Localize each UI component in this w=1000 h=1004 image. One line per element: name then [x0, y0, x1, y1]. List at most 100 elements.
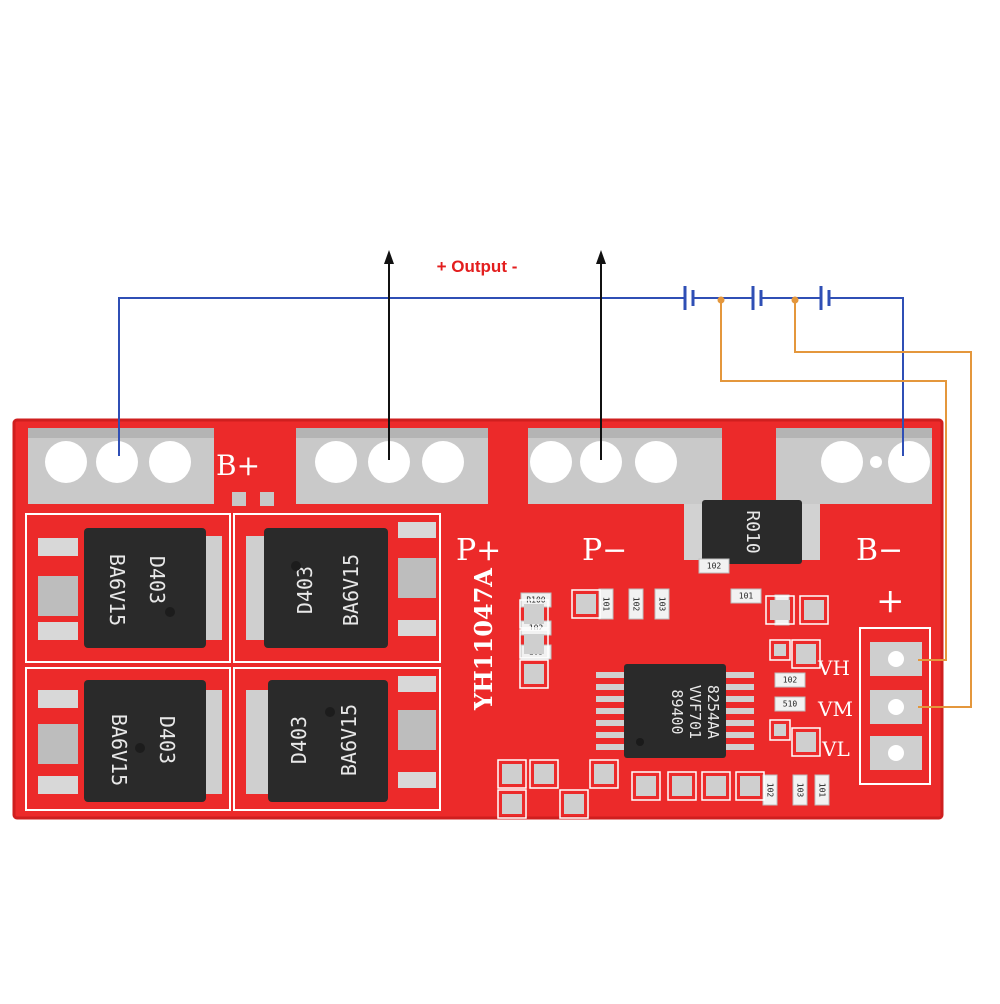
- pad-b-plus: [28, 428, 214, 504]
- mosfet-outline-1: [25, 513, 231, 663]
- smd-code: 102: [783, 676, 798, 685]
- smd-code: 101: [818, 783, 827, 798]
- label-vh: VH: [817, 656, 850, 680]
- mosfet-2-line1: D403: [293, 566, 317, 614]
- footprint-outline: [519, 599, 549, 629]
- footprint-outline: [667, 771, 697, 801]
- shunt-resistor-label: R010: [742, 510, 763, 553]
- solder-pad: [804, 600, 824, 620]
- arrow-up-icon: [384, 250, 394, 264]
- mosfet-4: D403 BA6V15: [246, 676, 436, 802]
- pcb-board: B+ P+ P− B− + YH11047A D403 BA6V15: [12, 418, 944, 820]
- label-b-minus: B−: [856, 533, 903, 568]
- smd-code: 103: [658, 597, 667, 612]
- solder-pad: [774, 644, 786, 656]
- wire-b-minus: [829, 297, 904, 456]
- ic-line-1: 8254AA: [704, 685, 722, 739]
- footprint-outline: [571, 589, 601, 619]
- solder-pad: [740, 776, 760, 796]
- smd-component: 103: [792, 774, 808, 806]
- smd-component: 102: [698, 558, 730, 574]
- solder-pad: [672, 776, 692, 796]
- solder-pad: [524, 634, 544, 654]
- smd-component: 103: [654, 588, 670, 620]
- mosfet-3-line1: D403: [155, 716, 179, 764]
- mosfet-outline-3: [25, 667, 231, 811]
- smd-component: 102: [628, 588, 644, 620]
- smd-code: 102: [632, 597, 641, 612]
- pad-p-plus: [296, 428, 488, 504]
- footprint-outline: [631, 771, 661, 801]
- solder-pad: [524, 664, 544, 684]
- label-p-plus: P+: [456, 533, 501, 568]
- footprint-outline: [769, 639, 791, 661]
- footprint-outline: [791, 639, 821, 669]
- mosfet-outline-4: [233, 667, 441, 811]
- smd-component: 102: [762, 774, 778, 806]
- label-plus: +: [876, 581, 905, 621]
- footprint-outline: [589, 759, 619, 789]
- solder-pad: [774, 724, 786, 736]
- solder-pad: [502, 794, 522, 814]
- smd-component: 101: [598, 588, 614, 620]
- footprint-outline: [701, 771, 731, 801]
- battery-cell-2: [751, 286, 763, 310]
- ic-line-2: VVF701: [686, 685, 704, 739]
- footprint-outline: [559, 789, 589, 819]
- solder-pad: [706, 776, 726, 796]
- wiring: [118, 250, 972, 708]
- smd-component: 101: [730, 588, 762, 604]
- solder-pad: [564, 794, 584, 814]
- wire-b-plus: [118, 297, 685, 456]
- smd-code: 102: [707, 562, 722, 571]
- battery-cell-3: [819, 286, 831, 310]
- smd-components: R100102103101102102510101102102103101102…: [497, 558, 830, 819]
- wire-balance-vm: [794, 300, 972, 708]
- footprint-outline: [519, 629, 549, 659]
- mosfet-3: D403 BA6V15: [38, 680, 222, 802]
- pad-p-minus: [528, 428, 722, 504]
- small-pad: [232, 492, 246, 506]
- smd-component: 102: [774, 672, 806, 688]
- balance-connector: [859, 627, 931, 785]
- mosfet-1-line1: D403: [145, 556, 169, 604]
- solder-pad: [796, 732, 816, 752]
- solder-pad: [636, 776, 656, 796]
- wire-balance-vh: [720, 300, 947, 661]
- label-p-minus: P−: [582, 533, 627, 568]
- label-vl: VL: [821, 737, 850, 761]
- footprint-outline: [735, 771, 765, 801]
- solder-pad: [534, 764, 554, 784]
- protection-ic: 8254AA VVF701 89400: [596, 664, 754, 758]
- footprint-outline: [497, 759, 527, 789]
- board-model-label: YH11047A: [469, 568, 498, 711]
- solder-pad: [524, 604, 544, 624]
- shunt-resistor: R010: [684, 500, 820, 564]
- battery-cell-1: [683, 286, 695, 310]
- mosfet-3-line2: BA6V15: [107, 714, 131, 786]
- smd-code: 101: [739, 592, 754, 601]
- smd-code: 103: [796, 783, 805, 798]
- smd-component: 101: [814, 774, 830, 806]
- solder-pad: [796, 644, 816, 664]
- pad-b-minus: [776, 428, 932, 504]
- mosfet-1: D403 BA6V15: [38, 528, 222, 648]
- output-label: + Output -: [437, 257, 518, 276]
- footprint-outline: [769, 719, 791, 741]
- ic-line-3: 89400: [668, 689, 686, 734]
- solder-pad: [770, 600, 790, 620]
- small-pad: [260, 492, 274, 506]
- mosfet-2: D403 BA6V15: [246, 522, 436, 648]
- mosfet-4-line1: D403: [287, 716, 311, 764]
- mosfet-outline-2: [233, 513, 441, 663]
- label-b-plus: B+: [216, 449, 260, 482]
- footprint-outline: [519, 659, 549, 689]
- label-vm: VM: [817, 697, 853, 721]
- mosfet-4-line2: BA6V15: [337, 704, 361, 776]
- smd-code: 510: [783, 700, 798, 709]
- solder-pad: [594, 764, 614, 784]
- solder-pad: [576, 594, 596, 614]
- smd-component: 510: [774, 696, 806, 712]
- arrow-up-icon: [596, 250, 606, 264]
